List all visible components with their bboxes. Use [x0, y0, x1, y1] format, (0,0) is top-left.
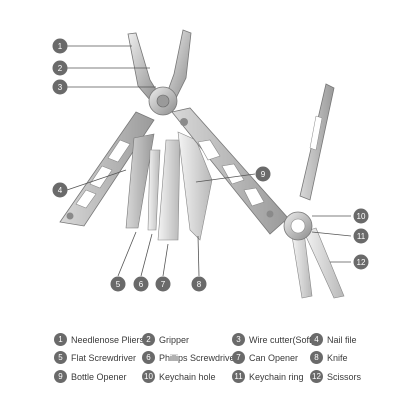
callout-6: 6: [133, 276, 149, 292]
svg-text:9: 9: [261, 170, 266, 179]
legend-item-3: 3 Wire cutter(Soft): [232, 333, 315, 346]
legend-badge: 1: [54, 333, 67, 346]
legend-item-2: 2 Gripper: [142, 333, 189, 346]
svg-text:3: 3: [58, 83, 63, 92]
legend-badge: 5: [54, 351, 67, 364]
legend-item-6: 6 Phillips Screwdriver: [142, 351, 238, 364]
nail-file-tool: [125, 133, 155, 229]
legend-badge: 4: [310, 333, 323, 346]
callout-11: 11: [353, 228, 369, 244]
legend-item-8: 8 Knife: [310, 351, 348, 364]
svg-text:8: 8: [197, 280, 202, 289]
legend-label: Can Opener: [249, 352, 299, 363]
legend-badge: 7: [232, 351, 245, 364]
pivot-screw: [156, 94, 170, 108]
legend-item-9: 9 Bottle Opener: [54, 370, 127, 383]
legend-badge: 12: [310, 370, 323, 383]
legend-label: Gripper: [159, 334, 190, 345]
svg-text:1: 1: [58, 42, 63, 51]
callout-9: 9: [255, 166, 271, 182]
legend-label: Keychain hole: [159, 371, 216, 382]
legend-item-5: 5 Flat Screwdriver: [54, 351, 136, 364]
callout-8: 8: [191, 276, 207, 292]
legend-label: Phillips Screwdriver: [159, 352, 238, 363]
callout-12: 12: [353, 254, 369, 270]
callout-7: 7: [155, 276, 171, 292]
legend-item-11: 11 Keychain ring: [232, 370, 304, 383]
callout-2: 2: [52, 60, 68, 76]
legend-badge: 9: [54, 370, 67, 383]
legend-item-12: 12 Scissors: [310, 370, 361, 383]
svg-text:4: 4: [58, 186, 63, 195]
legend-item-1: 1 Needlenose Pliers: [54, 333, 144, 346]
legend-label: Nail file: [327, 334, 357, 345]
legend-label: Bottle Opener: [71, 371, 127, 382]
legend-badge: 2: [142, 333, 155, 346]
svg-text:7: 7: [161, 280, 166, 289]
legend-badge: 10: [142, 370, 155, 383]
legend-badge: 8: [310, 351, 323, 364]
svg-text:10: 10: [357, 212, 366, 221]
legend-label: Flat Screwdriver: [71, 352, 137, 363]
legend-label: Needlenose Pliers: [71, 334, 145, 345]
callout-lines: [66, 45, 352, 277]
svg-text:12: 12: [357, 258, 366, 267]
svg-text:11: 11: [357, 232, 366, 241]
legend-badge: 6: [142, 351, 155, 364]
legend-badge: 3: [232, 333, 245, 346]
legend-label: Scissors: [327, 371, 362, 382]
pliers-jaws: [127, 29, 192, 101]
scissors-tool: [291, 83, 345, 299]
legend-item-4: 4 Nail file: [310, 333, 357, 346]
legend-item-7: 7 Can Opener: [232, 351, 298, 364]
legend-label: Wire cutter(Soft): [249, 334, 315, 345]
callout-10: 10: [353, 208, 369, 224]
right-handle: [171, 107, 289, 235]
legend-label: Knife: [327, 352, 348, 363]
callout-5: 5: [110, 276, 126, 292]
legend-item-10: 10 Keychain hole: [142, 370, 216, 383]
flat-screwdriver-tool: [147, 149, 161, 231]
callout-badges: 1 2 3 4 5 6 7 8 9 10 11 12: [52, 38, 369, 292]
left-handle: [59, 111, 155, 227]
keychain-hole: [290, 218, 306, 234]
callout-4: 4: [52, 182, 68, 198]
callout-1: 1: [52, 38, 68, 54]
can-opener-tool: [157, 139, 181, 241]
legend-badge: 11: [232, 370, 245, 383]
callout-3: 3: [52, 79, 68, 95]
svg-text:6: 6: [139, 280, 144, 289]
svg-text:5: 5: [116, 280, 121, 289]
svg-text:2: 2: [58, 64, 63, 73]
legend-label: Keychain ring: [249, 371, 304, 382]
